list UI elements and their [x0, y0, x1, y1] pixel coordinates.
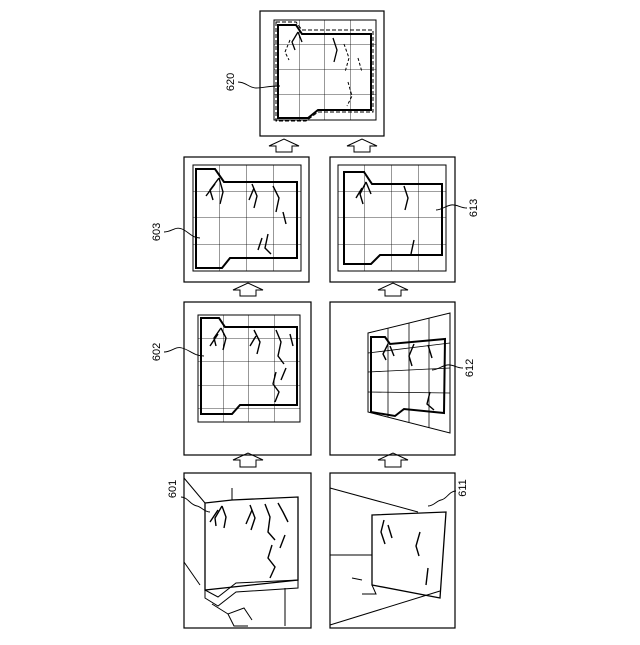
panel-613: [330, 157, 455, 282]
panel-612: [330, 302, 455, 455]
panel-620: [260, 11, 384, 136]
label-620: 620: [225, 73, 237, 91]
leader-lines: [164, 82, 467, 512]
label-612: 612: [464, 359, 476, 377]
label-602: 602: [151, 343, 163, 361]
panel-602: [184, 302, 311, 455]
arrow-602-to-603: [233, 283, 263, 296]
label-613: 613: [468, 199, 480, 217]
label-611: 611: [457, 479, 469, 497]
arrow-613-to-620: [347, 139, 377, 152]
panel-603: [184, 157, 309, 282]
panel-601: [184, 473, 311, 628]
arrow-612-to-613: [378, 283, 408, 296]
arrow-603-to-620: [269, 139, 299, 152]
label-601: 601: [167, 480, 179, 498]
label-603: 603: [151, 223, 163, 241]
reference-labels: 601 611 602 612 603 613 620: [151, 73, 480, 498]
panel-611: [330, 473, 455, 628]
